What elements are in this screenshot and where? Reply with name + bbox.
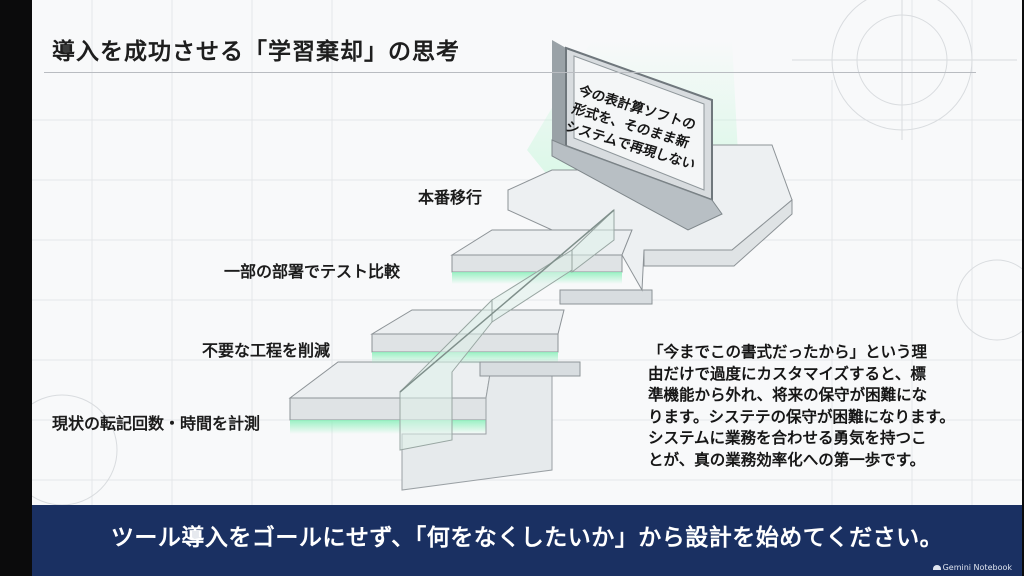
explanation-line: とが、真の業務効率化への第一歩です。 <box>648 450 926 469</box>
step-label-4: 本番移行 <box>418 188 483 207</box>
explanation-line: 由だけで過度にカスタマイズすると、標 <box>648 364 926 383</box>
badge-label: Gemini Notebook <box>942 563 1012 572</box>
notebook-badge: Gemini Notebook <box>932 563 1012 572</box>
slide-title: 導入を成功させる「学習棄却」の思考 <box>52 39 460 65</box>
explanation-line: システムに業務を合わせる勇気を持つこ <box>648 429 927 447</box>
footer-message: ツール導入をゴールにせず、「何をなくしたいか」から設計を始めてください。 <box>110 525 944 551</box>
explanation-line: 「今までこの書式だったから」という理 <box>648 343 928 361</box>
step-label-3: 一部の部署でテスト比較 <box>224 262 401 281</box>
footer-banner: ツール導入をゴールにせず、「何をなくしたいか」から設計を始めてください。 Gem… <box>32 505 1022 576</box>
title-divider <box>44 72 976 73</box>
notebook-icon <box>932 565 941 570</box>
step-label-2: 不要な工程を削減 <box>202 341 331 360</box>
staircase-illustration <box>288 40 793 491</box>
explanation-line: ります。システテの保守が困難になります。 <box>648 407 955 426</box>
explanation-text: 「今までこの書式だったから」という理 由だけで過度にカスタマイズすると、標 準機… <box>648 342 978 471</box>
step-label-1: 現状の転記回数・時間を計測 <box>52 414 261 433</box>
explanation-line: 準機能から外れ、将来の保守が困難にな <box>648 386 928 404</box>
